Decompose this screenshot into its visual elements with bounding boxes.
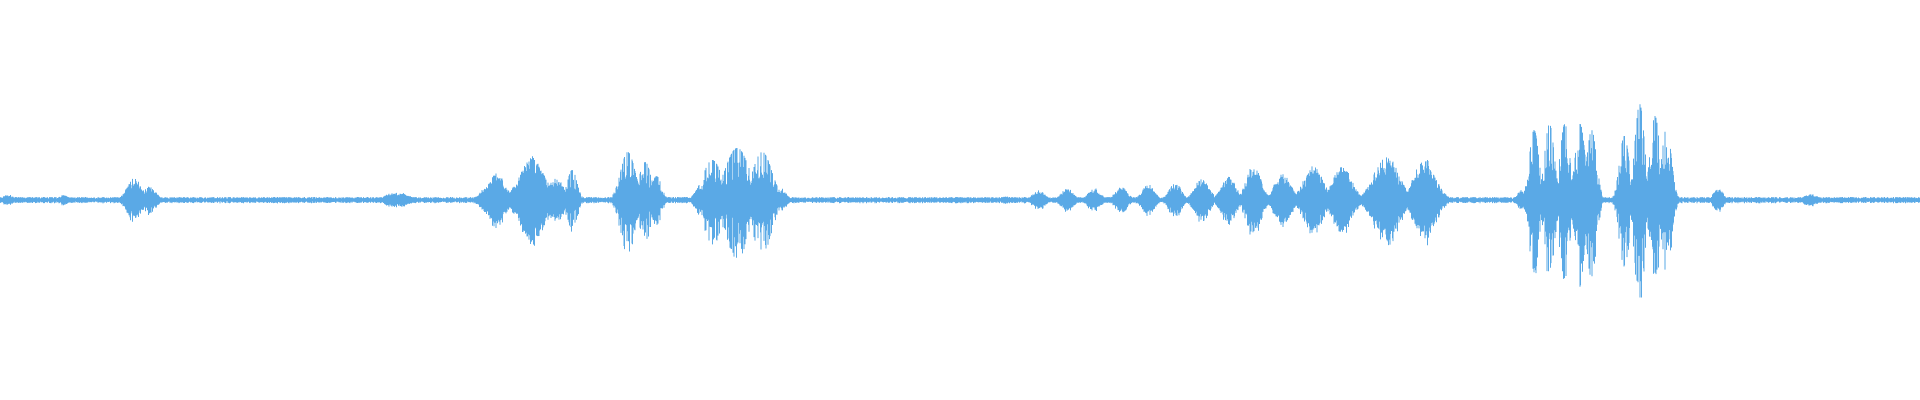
waveform-trace: [0, 104, 1920, 298]
